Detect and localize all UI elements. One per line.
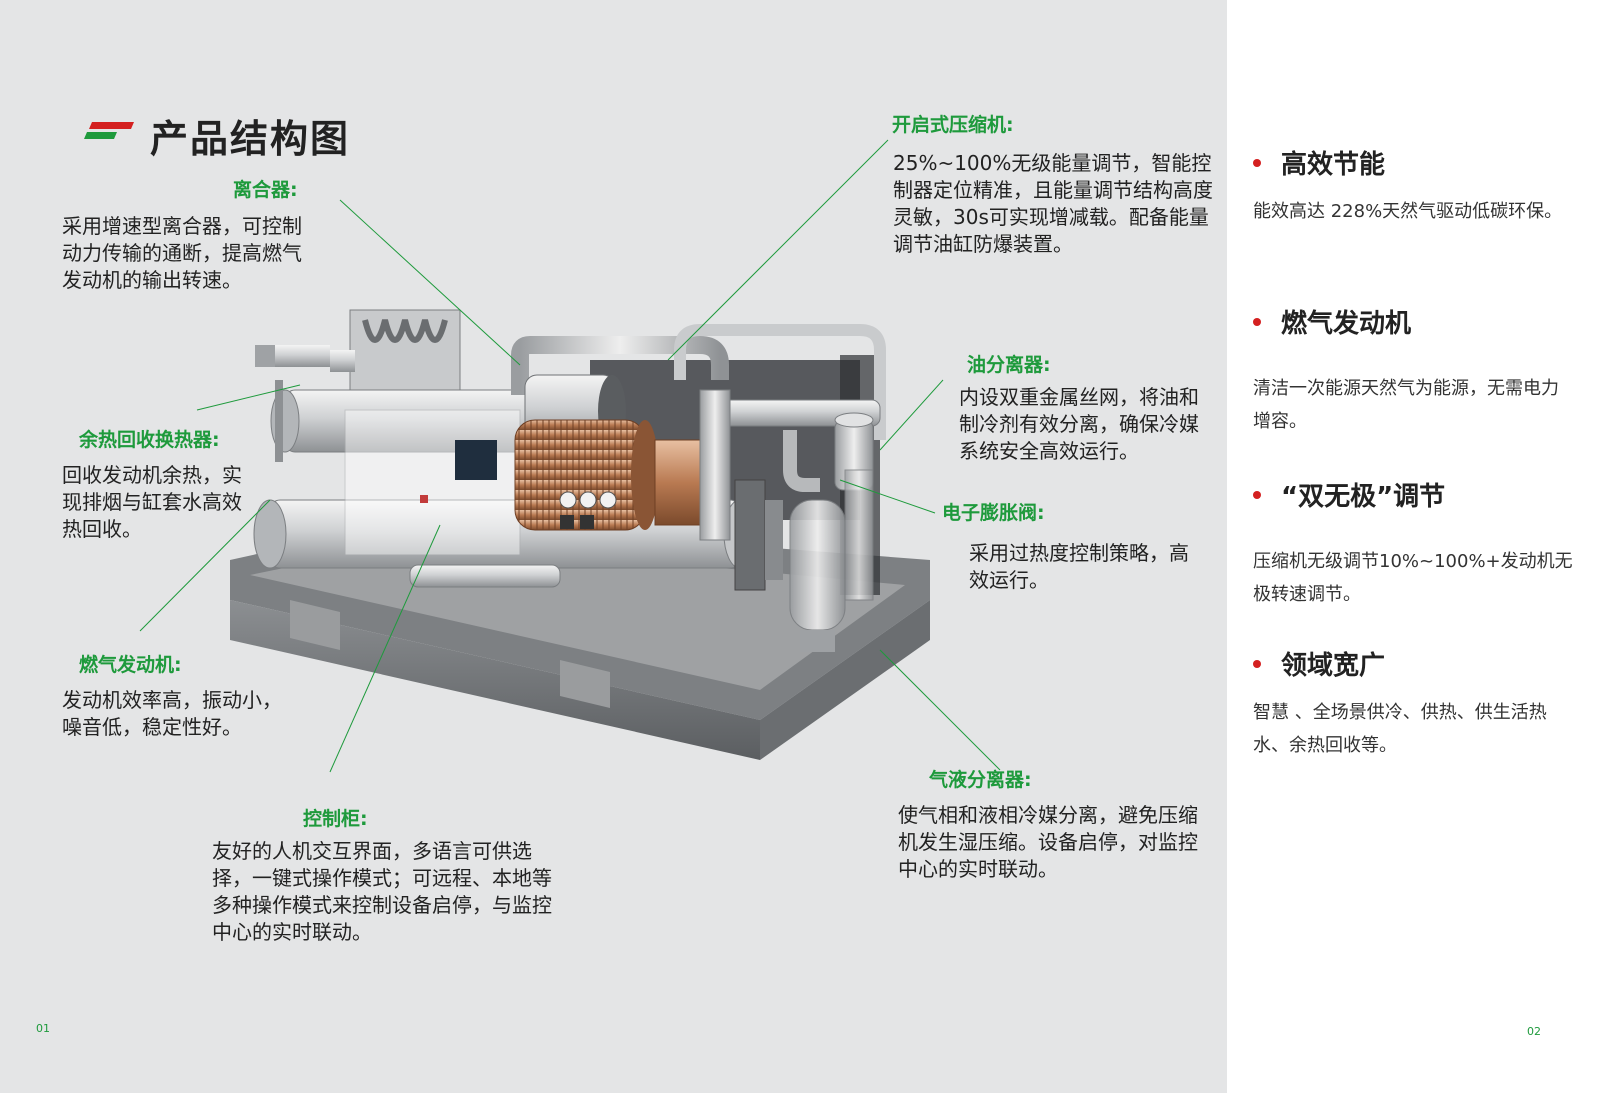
- desc-expansion-valve: 采用过热度控制策略，高效运行。: [969, 541, 1189, 592]
- desc-compressor: 25%~100%无级能量调节，智能控制器定位精准，且能量调节结构高度灵敏，30s…: [893, 151, 1213, 256]
- bullet-icon: [1253, 317, 1261, 326]
- label-oil-separator: 油分离器:: [967, 354, 1051, 376]
- desc-gas-engine: 发动机效率高，振动小，噪音低，稳定性好。: [62, 688, 282, 739]
- feature-efficiency: 高效节能 能效高达 228%天然气驱动低碳环保。: [1253, 144, 1573, 228]
- page-number-right: 02: [1527, 1025, 1541, 1038]
- right-page: 高效节能 能效高达 228%天然气驱动低碳环保。 燃气发动机 清洁一次能源天然气…: [1227, 0, 1600, 1093]
- feature-dual-stepless: “双无极”调节 压缩机无级调节10%~100%+发动机无极转速调节。: [1253, 476, 1573, 611]
- desc-oil-separator: 内设双重金属丝网，将油和制冷剂有效分离，确保冷媒系统安全高效运行。: [959, 385, 1199, 463]
- label-gas-engine: 燃气发动机:: [79, 654, 182, 676]
- left-page: 产品结构图: [0, 0, 1227, 1093]
- feature-title: 高效节能: [1281, 150, 1386, 180]
- desc-gas-liquid-separator: 使气相和液相冷媒分离，避免压缩机发生湿压缩。设备启停，对监控中心的实时联动。: [898, 803, 1198, 881]
- feature-title: 燃气发动机: [1281, 309, 1412, 339]
- bullet-icon: [1253, 490, 1261, 499]
- feature-title: “双无极”调节: [1281, 482, 1446, 512]
- desc-heat-recovery: 回收发动机余热，实现排烟与缸套水高效热回收。: [62, 463, 242, 541]
- label-compressor: 开启式压缩机:: [892, 114, 1014, 136]
- desc-control-cabinet: 友好的人机交互界面，多语言可供选择，一键式操作模式；可远程、本地等多种操作模式来…: [212, 839, 552, 944]
- feature-desc: 智慧 、全场景供冷、供热、供生活热水、余热回收等。: [1253, 702, 1547, 756]
- feature-title: 领域宽广: [1281, 651, 1386, 681]
- label-clutch: 离合器:: [233, 179, 298, 201]
- feature-desc: 压缩机无级调节10%~100%+发动机无极转速调节。: [1253, 551, 1573, 605]
- feature-wide-application: 领域宽广 智慧 、全场景供冷、供热、供生活热水、余热回收等。: [1253, 645, 1573, 762]
- brand-logo-icon: [84, 122, 134, 139]
- page-title: 产品结构图: [150, 117, 351, 161]
- label-expansion-valve: 电子膨胀阀:: [942, 502, 1045, 524]
- feature-gas-engine: 燃气发动机 清洁一次能源天然气为能源，无需电力增容。: [1253, 303, 1573, 438]
- bullet-icon: [1253, 158, 1261, 167]
- desc-clutch: 采用增速型离合器，可控制动力传输的通断，提高燃气发动机的输出转速。: [62, 214, 302, 292]
- page-number-left: 01: [36, 1022, 50, 1035]
- feature-desc: 清洁一次能源天然气为能源，无需电力增容。: [1253, 378, 1559, 432]
- feature-desc: 能效高达 228%天然气驱动低碳环保。: [1253, 201, 1563, 222]
- label-gas-liquid-separator: 气液分离器:: [929, 769, 1032, 791]
- label-heat-recovery: 余热回收换热器:: [79, 429, 220, 451]
- bullet-icon: [1253, 659, 1261, 668]
- label-control-cabinet: 控制柜:: [303, 808, 368, 830]
- machine-illustration: [139, 139, 1001, 773]
